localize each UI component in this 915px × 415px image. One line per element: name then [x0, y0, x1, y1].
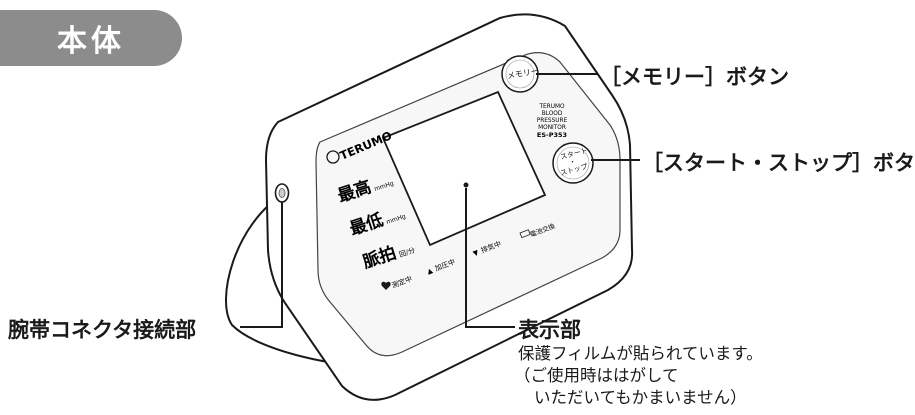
cuff-connector-hole — [278, 188, 286, 198]
callout-display-title: 表示部 — [518, 318, 581, 342]
model-line-3: PRESSURE — [537, 118, 568, 124]
model-line-1: TERUMO — [538, 104, 564, 110]
callout-display-note-1: 保護フィルムが貼られています。 — [518, 344, 763, 363]
section-tab: 本体 — [0, 10, 182, 66]
callout-display-note-2: （ご使用時ははがして — [514, 366, 679, 385]
model-line-4: MONITOR — [538, 125, 566, 131]
model-line-2: BLOOD — [542, 111, 563, 117]
callout-display-note-3: いただいてもかまいません） — [534, 388, 747, 407]
callout-cuff-connector: 腕帯コネクタ接続部 — [8, 318, 197, 342]
start-stop-button[interactable] — [552, 142, 594, 184]
callout-memory-button: ［メモリー］ボタン — [600, 65, 789, 89]
leader-cuff-connector — [240, 202, 283, 328]
memory-button-ring — [505, 59, 535, 89]
start-button-label-2: ・ — [569, 158, 576, 166]
heart-icon — [381, 281, 391, 290]
callout-start-stop-button: ［スタート・ストップ］ボタン — [642, 151, 915, 175]
display-window — [381, 90, 547, 247]
deflate-arrow-icon: ▼ — [472, 248, 480, 258]
start-stop-button-ring — [556, 146, 590, 180]
display-center-dot — [463, 182, 469, 188]
model-line-5: ES-P353 — [537, 131, 567, 139]
inflate-arrow-icon: ▲ — [426, 266, 434, 276]
leader-display — [465, 188, 515, 328]
brand-logo-icon — [326, 150, 340, 164]
battery-icon — [519, 229, 531, 239]
